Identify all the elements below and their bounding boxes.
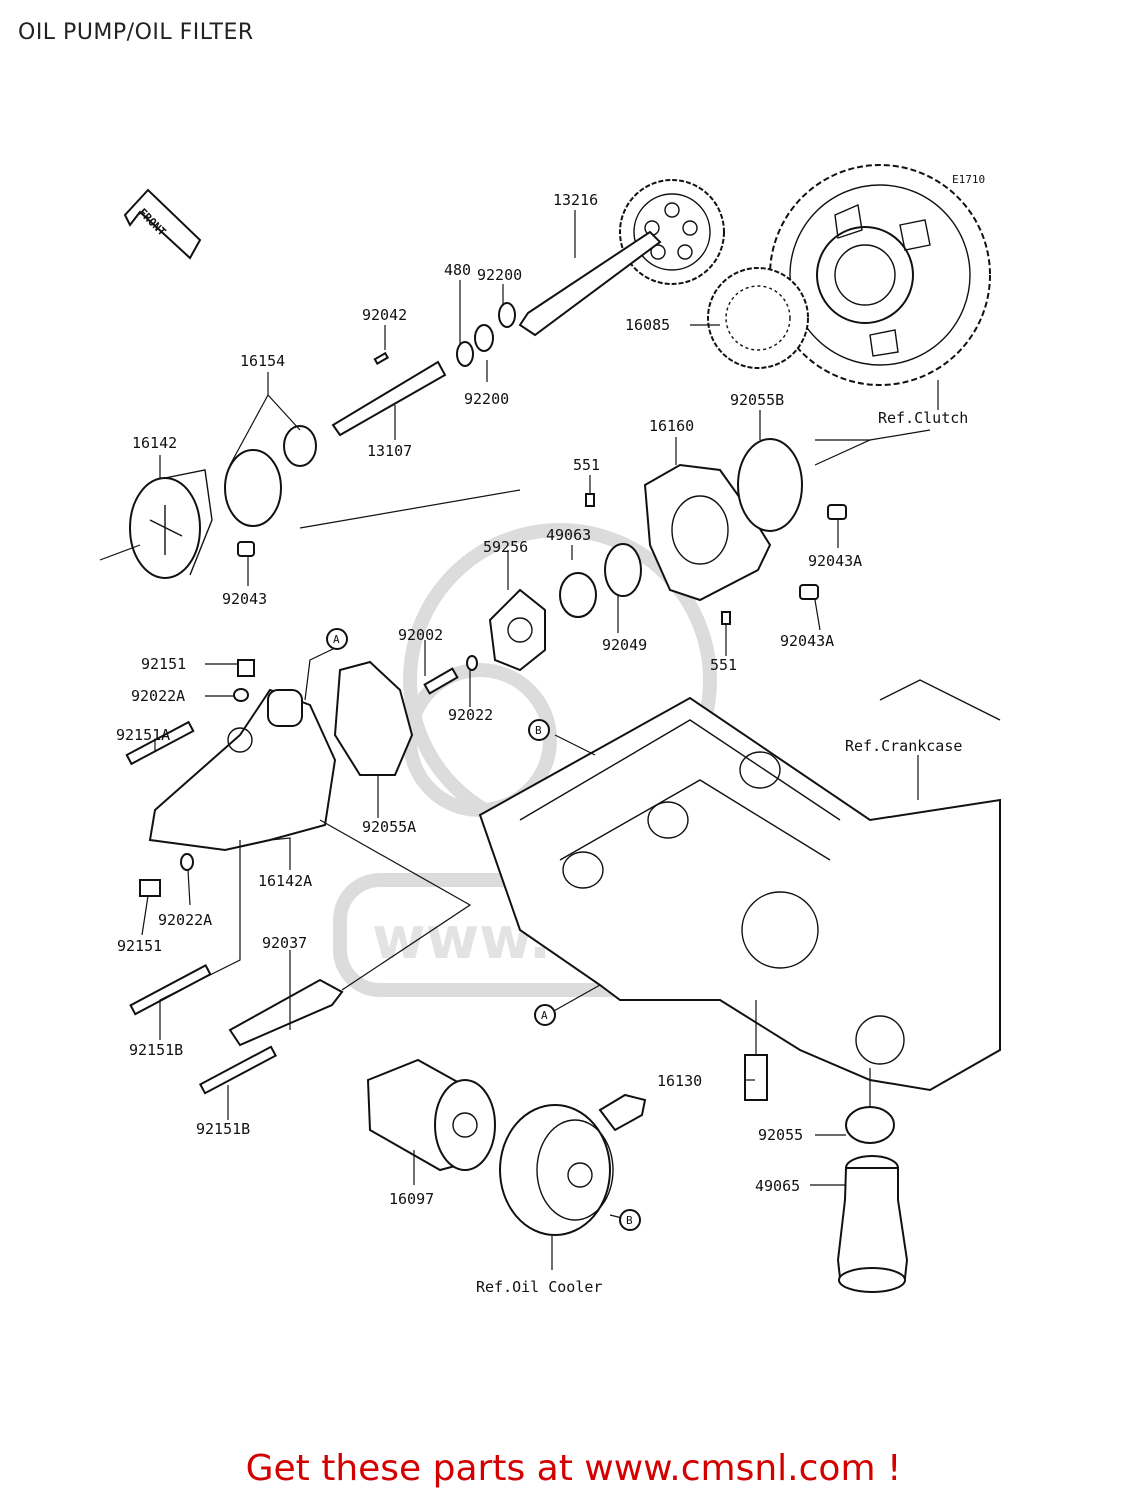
bolt-92002-icon (423, 667, 459, 695)
callout-b-cooler (619, 1209, 641, 1231)
part-label[interactable]: 480 (444, 261, 471, 279)
ref-crankcase-label: Ref.Crankcase (845, 737, 962, 755)
oil-filter-16097-icon (366, 1058, 496, 1172)
part-label[interactable]: 92151B (196, 1120, 250, 1138)
o-ring-92055a-icon (333, 660, 414, 776)
circlip-480-icon (456, 341, 474, 367)
part-label[interactable]: 16154 (240, 352, 285, 370)
dowel-92043a-lower-icon (799, 584, 819, 600)
ref-oil-cooler-label: Ref.Oil Cooler (476, 1278, 602, 1296)
pump-body-16142a-icon (148, 688, 337, 852)
part-label[interactable]: 92022 (448, 706, 493, 724)
rotor-16154-icon (224, 425, 317, 527)
callout-a-top (326, 628, 348, 650)
part-label[interactable]: 92002 (398, 626, 443, 644)
washer-92022-icon (466, 655, 478, 671)
part-label[interactable]: 92055B (730, 391, 784, 409)
part-label[interactable]: 16160 (649, 417, 694, 435)
part-label[interactable]: 92151 (117, 937, 162, 955)
figure-code: E1710 (952, 173, 985, 186)
part-label[interactable]: 92022A (158, 911, 212, 929)
impeller-59256-icon (488, 588, 546, 672)
o-ring-92055-icon (845, 1106, 895, 1144)
front-arrow-icon: FRONT (123, 188, 202, 260)
cta-link[interactable]: Get these parts at www.cmsnl.com ! (245, 1448, 902, 1489)
part-label[interactable]: 92049 (602, 636, 647, 654)
bolt-92151b-upper-icon (129, 964, 212, 1016)
pump-shaft-13107-icon (331, 351, 447, 437)
part-label[interactable]: 13107 (367, 442, 412, 460)
part-label[interactable]: 59256 (483, 538, 528, 556)
oil-strainer-49065-icon (836, 1155, 909, 1293)
pipe-92037-icon (228, 978, 344, 1047)
gear-16085-icon (707, 267, 809, 369)
part-label[interactable]: 92200 (464, 390, 509, 408)
ref-clutch-label: Ref.Clutch (878, 409, 968, 427)
washer-92022a-upper-icon (233, 688, 249, 702)
part-label[interactable]: 551 (573, 456, 600, 474)
pin-551-lower-icon (721, 611, 731, 625)
pin-551-upper-icon (585, 493, 595, 507)
clutch-housing-icon (769, 164, 991, 386)
callout-b-cooler-label: B (626, 1214, 633, 1227)
part-label[interactable]: 92055A (362, 818, 416, 836)
part-label[interactable]: 92151B (129, 1041, 183, 1059)
callout-a-top-label: A (333, 633, 340, 646)
pump-housing-16142-icon (129, 469, 213, 579)
bolt-92151a-icon (125, 720, 195, 766)
part-label[interactable]: 92043 (222, 590, 267, 608)
part-label[interactable]: 92043A (808, 552, 862, 570)
leader-lines (99, 210, 939, 1270)
callout-a-bottom (534, 1004, 556, 1026)
washer-92200-lower-icon (474, 324, 494, 352)
bolt-92151-top-icon (237, 659, 255, 677)
bearing-92049-icon (604, 543, 642, 597)
callout-b-crankcase (528, 719, 550, 741)
page-title: OIL PUMP/OIL FILTER (18, 20, 254, 45)
dowel-92043a-upper-icon (827, 504, 847, 520)
part-label[interactable]: 92022A (131, 687, 185, 705)
fitting-16130-icon (744, 1054, 768, 1101)
bolt-92151b-lower-icon (198, 1045, 278, 1095)
seal-49063-icon (559, 572, 597, 618)
oil-cooler-icon (499, 1093, 647, 1236)
oil-pump-drive-gear-icon (518, 179, 725, 337)
part-label[interactable]: 92043A (780, 632, 834, 650)
part-label[interactable]: 16130 (657, 1072, 702, 1090)
part-label[interactable]: 92151A (116, 726, 170, 744)
parts-diagram: www.cmsnl.com E1710 FRONT (99, 164, 1001, 1296)
part-label[interactable]: 92055 (758, 1126, 803, 1144)
washer-92022a-lower-icon (180, 853, 194, 871)
callout-b-crankcase-label: B (535, 724, 542, 737)
o-ring-92055b-icon (737, 438, 803, 532)
part-label[interactable]: 551 (710, 656, 737, 674)
part-label[interactable]: 16142 (132, 434, 177, 452)
part-label[interactable]: 49065 (755, 1177, 800, 1195)
part-label[interactable]: 16142A (258, 872, 312, 890)
callout-a-bottom-label: A (541, 1009, 548, 1022)
part-label[interactable]: 92200 (477, 266, 522, 284)
washer-92200-icon (498, 302, 516, 328)
part-label[interactable]: 92037 (262, 934, 307, 952)
dowel-92043-icon (237, 541, 255, 557)
part-label[interactable]: 13216 (553, 191, 598, 209)
bolt-92151-lower-icon (139, 879, 161, 897)
part-label[interactable]: 16097 (389, 1190, 434, 1208)
part-label[interactable]: 92042 (362, 306, 407, 324)
part-label[interactable]: 92151 (141, 655, 186, 673)
part-label[interactable]: 49063 (546, 526, 591, 544)
part-label[interactable]: 16085 (625, 316, 670, 334)
